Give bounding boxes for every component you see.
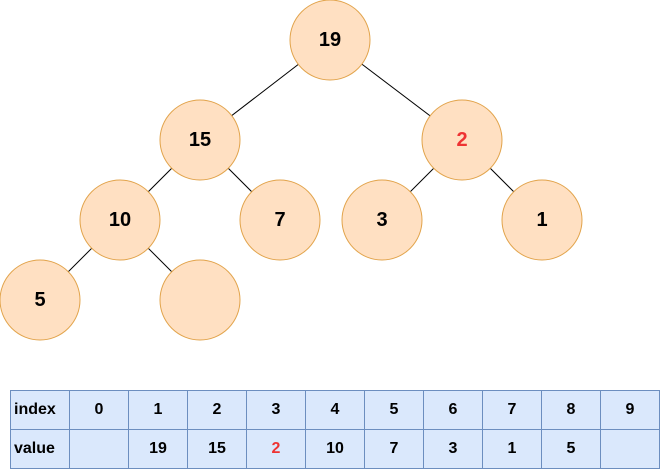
value-cell-7: 1 (482, 429, 542, 469)
value-cell-9 (600, 429, 660, 469)
tree-node-5: 5 (0, 259, 81, 341)
node-circle (501, 179, 583, 261)
index-cell-4: 4 (305, 390, 365, 430)
node-circle (289, 0, 371, 81)
value-cell-0 (69, 429, 129, 469)
index-cell-0: 0 (69, 390, 129, 430)
node-circle (421, 99, 503, 181)
node-label: 10 (109, 209, 131, 231)
node-circle (341, 179, 423, 261)
index-cell-9: 9 (600, 390, 660, 430)
value-cell-5: 7 (364, 429, 424, 469)
tree-node-1: 1 (501, 179, 583, 261)
value-cell-8: 5 (541, 429, 601, 469)
node-label: 3 (376, 209, 387, 231)
index-cell-8: 8 (541, 390, 601, 430)
node-label: 1 (536, 209, 547, 231)
value-cell-4: 10 (305, 429, 365, 469)
index-cell-1: 1 (128, 390, 188, 430)
tree-node-15: 15 (159, 99, 241, 181)
node-label: 15 (189, 129, 211, 151)
index-cell-5: 5 (364, 390, 424, 430)
index-cell-3: 3 (246, 390, 306, 430)
value-cell-6: 3 (423, 429, 483, 469)
node-label: 5 (34, 289, 45, 311)
node-label: 2 (456, 129, 467, 151)
value-cell-2: 15 (187, 429, 247, 469)
tree-node-2: 2 (421, 99, 503, 181)
node-label: 19 (319, 29, 341, 51)
value-cell-1: 19 (128, 429, 188, 469)
node-circle (159, 99, 241, 181)
tree-node-19: 19 (289, 0, 371, 81)
index-cell-2: 2 (187, 390, 247, 430)
tree-node-10: 10 (79, 179, 161, 261)
value-cell-3: 2 (246, 429, 306, 469)
node-label: 7 (274, 209, 285, 231)
tree-node-3: 3 (341, 179, 423, 261)
node-circle (79, 179, 161, 261)
tree-node-7: 7 (239, 179, 321, 261)
node-circle (239, 179, 321, 261)
value-row-header: value (10, 429, 70, 469)
index-row-header: index (10, 390, 70, 430)
index-cell-6: 6 (423, 390, 483, 430)
tree-node-empty (159, 259, 241, 341)
node-circle (159, 259, 241, 341)
index-cell-7: 7 (482, 390, 542, 430)
node-circle (0, 259, 81, 341)
